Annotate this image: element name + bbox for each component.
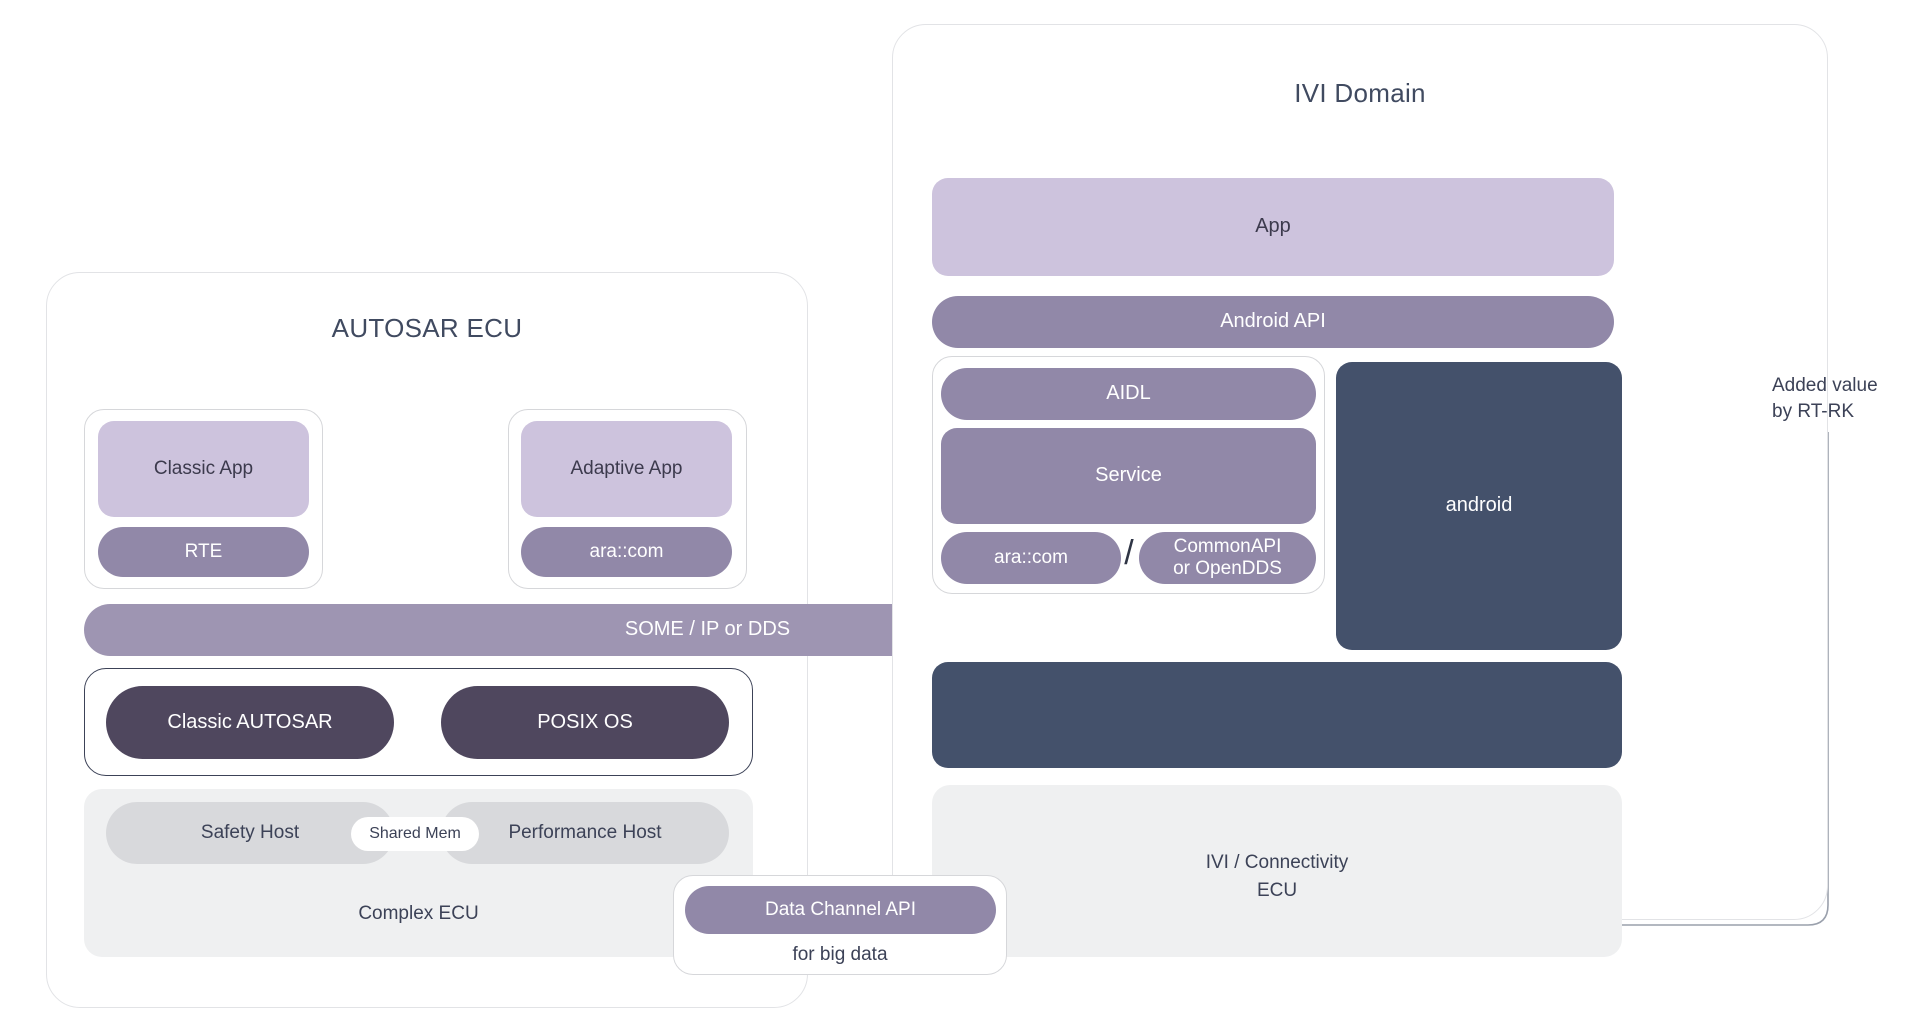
performance-host-block[interactable]: Performance Host <box>441 802 729 864</box>
shared-mem-badge[interactable]: Shared Mem <box>352 818 478 850</box>
adaptive-app-block[interactable]: Adaptive App <box>521 421 732 517</box>
safety-host-block[interactable]: Safety Host <box>106 802 394 864</box>
added-value-annotation: Added value by RT-RK <box>1772 375 1878 422</box>
classic-autosar-os-block[interactable]: Classic AUTOSAR <box>106 686 394 759</box>
rte-block[interactable]: RTE <box>98 527 309 577</box>
posix-os-block[interactable]: POSIX OS <box>441 686 729 759</box>
ivi-app-block[interactable]: App <box>932 178 1614 276</box>
android-block[interactable]: android <box>1336 362 1622 650</box>
commonapi-opendds-block[interactable]: CommonAPI or OpenDDS <box>1139 532 1316 584</box>
ivi-domain-title: IVI Domain <box>1294 78 1426 108</box>
classic-app-block[interactable]: Classic App <box>98 421 309 517</box>
ivi-hardware-block[interactable] <box>932 662 1622 768</box>
ivi-connectivity-ecu-caption: IVI / Connectivity ECU <box>1205 852 1349 901</box>
ara-com-block-ivi[interactable]: ara::com <box>941 532 1121 584</box>
data-channel-api-block[interactable]: Data Channel API <box>685 886 996 934</box>
autosar-ecu-title: AUTOSAR ECU <box>331 313 523 343</box>
ivi-connectivity-ecu-panel <box>932 785 1622 957</box>
data-channel-caption: for big data <box>792 944 888 965</box>
separator-slash: / <box>1124 534 1134 572</box>
ara-com-block-autosar[interactable]: ara::com <box>521 527 732 577</box>
aidl-block[interactable]: AIDL <box>941 368 1316 420</box>
service-block[interactable]: Service <box>941 428 1316 524</box>
complex-ecu-caption: Complex ECU <box>358 903 479 924</box>
android-api-block[interactable]: Android API <box>932 296 1614 348</box>
